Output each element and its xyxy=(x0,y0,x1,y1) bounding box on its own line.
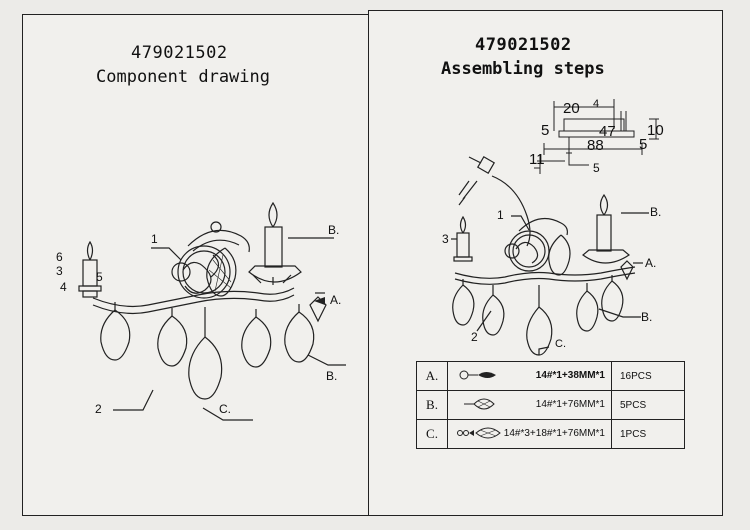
label-1: 1 xyxy=(497,208,504,222)
part-spec: 14#*1+38MM*1 xyxy=(535,370,605,381)
model-code: 479021502 xyxy=(131,43,228,63)
panel-title: Component drawing xyxy=(96,67,270,87)
power-cable xyxy=(491,175,531,247)
dim-20: 20 xyxy=(563,100,580,117)
label-3: 3 xyxy=(56,264,63,278)
assembling-steps-panel: 479021502 Assembling steps 20 4 5 47 10 xyxy=(368,10,723,516)
parts-row: A. 14#*1+38MM*1 16PCS xyxy=(416,361,685,391)
crystal-drop-3 xyxy=(241,316,272,368)
part-quantity: 16PCS xyxy=(611,361,685,391)
label-2: 2 xyxy=(471,330,478,344)
upper-crystal-drop xyxy=(206,247,237,297)
parts-row: B. 14#*1+76MM*1 5PCS xyxy=(416,390,685,420)
label-5: 5 xyxy=(96,270,103,284)
dim-5-right: 5 xyxy=(639,136,647,153)
dim-88: 88 xyxy=(587,137,604,154)
label-b-bottom: B. xyxy=(326,369,337,383)
assembly-drawing: 20 4 5 47 10 88 5 11 5 xyxy=(442,98,664,356)
part-key: C. xyxy=(416,419,448,449)
dim-5-left: 5 xyxy=(541,122,549,139)
label-2: 2 xyxy=(95,402,102,416)
dim-10: 10 xyxy=(647,122,664,139)
label-1: 1 xyxy=(151,232,158,246)
panel-title: Assembling steps xyxy=(441,59,605,79)
label-b-bottom: B. xyxy=(641,310,652,324)
wall-plate xyxy=(177,245,231,299)
part-quantity: 5PCS xyxy=(611,390,685,420)
crystal-drop-4 xyxy=(284,311,315,363)
part-description: 14#*1+76MM*1 xyxy=(447,390,612,420)
part-quantity: 1PCS xyxy=(611,419,685,449)
crystal-drop-1 xyxy=(100,309,131,361)
label-c: C. xyxy=(555,338,566,350)
component-drawing-panel: 479021502 Component drawing xyxy=(22,14,369,516)
label-a: A. xyxy=(330,293,341,307)
parts-table: A. 14#*1+38MM*1 16PCS B. 14#*1+76MM*1 5PCS C. 1… xyxy=(416,361,685,449)
dim-11: 11 xyxy=(529,151,545,168)
part-description: 14#*1+38MM*1 xyxy=(447,361,612,391)
label-c: C. xyxy=(219,402,231,416)
label-b-top: B. xyxy=(650,205,661,219)
chandelier-drawing: 1 2 3 4 5 6 B. A. B. C. xyxy=(56,201,346,421)
dim-47: 47 xyxy=(599,123,616,140)
label-b-top: B. xyxy=(328,223,339,237)
acorn-bead xyxy=(620,260,634,281)
right-bobeche xyxy=(248,265,302,283)
parts-row: C. 14#*3+18#*1+76MM*1 1PCS xyxy=(416,419,685,449)
left-candle xyxy=(82,259,98,287)
dim-5-screw: 5 xyxy=(593,161,600,175)
crystal-drop-2 xyxy=(157,315,188,367)
label-a: A. xyxy=(645,256,656,270)
model-code: 479021502 xyxy=(475,35,572,55)
part-key: A. xyxy=(416,361,448,391)
right-candle xyxy=(264,226,283,268)
label-3: 3 xyxy=(442,232,449,246)
part-description: 14#*3+18#*1+76MM*1 xyxy=(447,419,612,449)
upper-crystal-drop xyxy=(548,234,571,276)
label-6: 6 xyxy=(56,250,63,264)
label-4: 4 xyxy=(60,280,67,294)
part-spec: 14#*3+18#*1+76MM*1 xyxy=(503,428,605,439)
right-candle xyxy=(596,214,612,252)
dim-4: 4 xyxy=(593,98,599,110)
center-crystal-drop xyxy=(188,336,223,400)
part-key: B. xyxy=(416,390,448,420)
left-candle xyxy=(456,232,470,258)
part-spec: 14#*1+76MM*1 xyxy=(535,399,605,410)
wall-plate xyxy=(508,230,550,272)
